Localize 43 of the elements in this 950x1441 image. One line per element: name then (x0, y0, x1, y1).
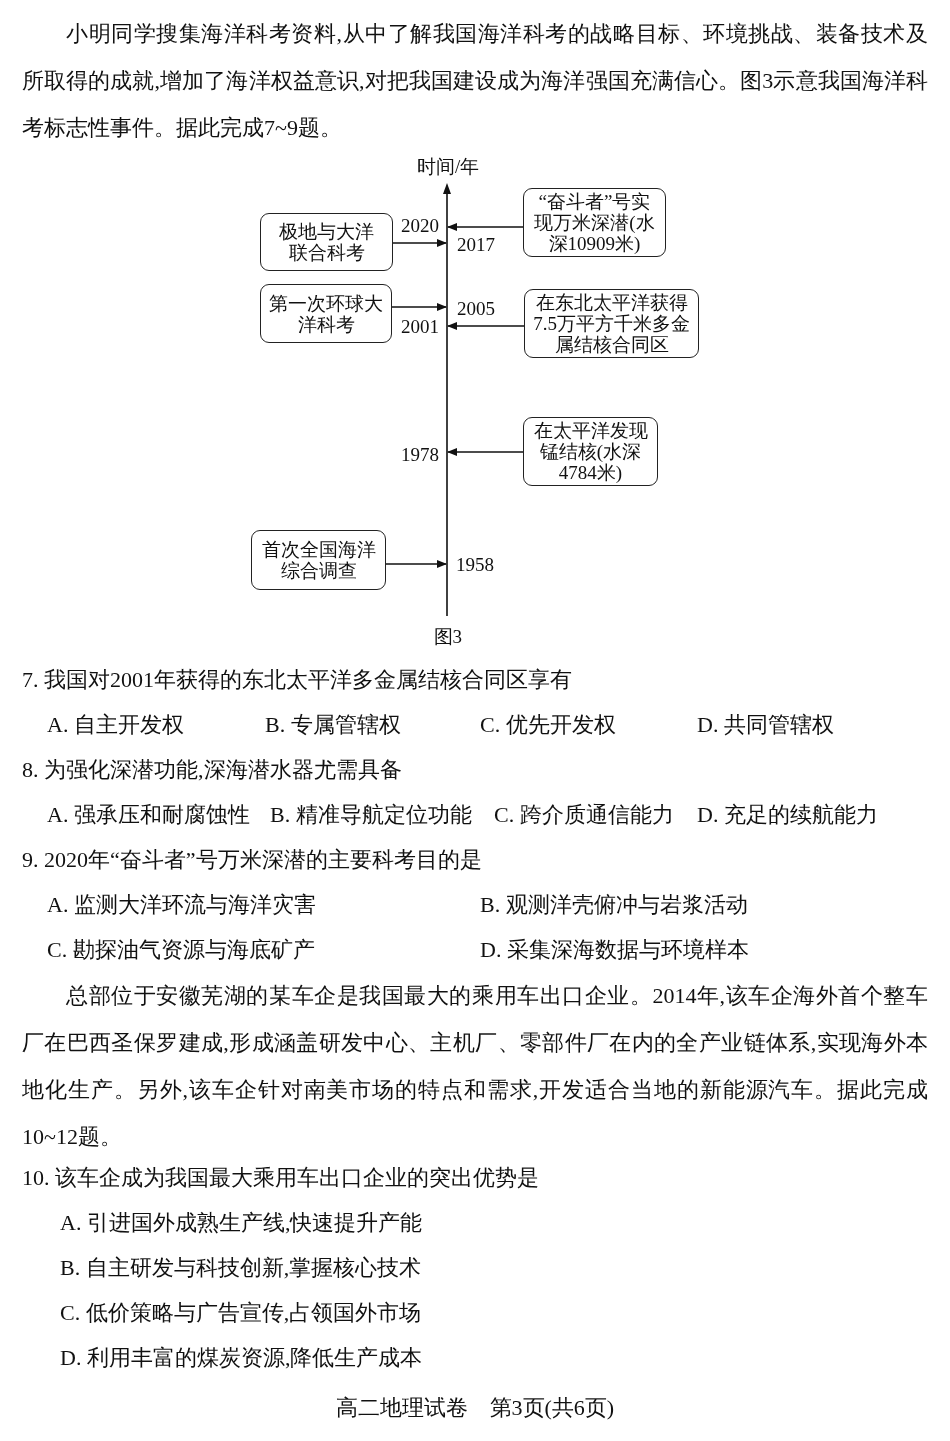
question-text: 7. 我国对2001年获得的东北太平洋多金属结核合同区享有 (22, 666, 572, 694)
answer-option: C. 跨介质通信能力 (494, 792, 674, 838)
event-box: 在东北太平洋获得7.5万平方千米多金属结核合同区 (524, 289, 699, 358)
answer-option: B. 自主研发与科技创新,掌握核心技术 (60, 1245, 422, 1291)
event-box: 极地与大洋联合科考 (260, 213, 393, 271)
paragraph: 小明同学搜集海洋科考资料,从中了解我国海洋科考的战略目标、环境挑战、装备技术及所取得的成就,增加了海洋权益意识,对把我国建设成为海洋强国充满信心。图3示意我国海洋科考标志性事件。据此完成7~9题。 (22, 20, 928, 142)
page-footer: 高二地理试卷 第3页(共6页) (335, 1385, 615, 1431)
answer-option: A. 自主开发权 (47, 702, 184, 748)
answer-option: D. 充足的续航能力 (697, 792, 878, 838)
answer-option: D. 共同管辖权 (697, 702, 834, 748)
question-text: 8. 为强化深潜功能,深海潜水器尤需具备 (22, 756, 402, 784)
event-box: 首次全国海洋综合调查 (251, 530, 386, 590)
event-box: “奋斗者”号实现万米深潜(水深10909米) (523, 188, 666, 257)
year-label: 1978 (401, 444, 439, 466)
axis-label: 时间/年 (417, 156, 480, 178)
year-label: 2001 (401, 316, 439, 338)
answer-option: A. 强承压和耐腐蚀性 (47, 792, 250, 838)
answer-option: C. 优先开发权 (480, 702, 616, 748)
question-text: 10. 该车企成为我国最大乘用车出口企业的突出优势是 (22, 1164, 539, 1192)
arrow (447, 448, 524, 456)
answer-option: A. 引进国外成熟生产线,快速提升产能 (60, 1200, 423, 1246)
year-label: 2005 (457, 298, 495, 320)
arrow (447, 322, 525, 330)
answer-option: B. 专属管辖权 (265, 702, 401, 748)
arrow (391, 303, 447, 311)
answer-option: D. 利用丰富的煤炭资源,降低生产成本 (60, 1335, 423, 1381)
answer-option: B. 精准导航定位功能 (270, 792, 472, 838)
answer-option: D. 采集深海数据与环境样本 (480, 927, 749, 973)
question-text: 9. 2020年“奋斗者”号万米深潜的主要科考目的是 (22, 846, 482, 874)
event-box: 第一次环球大洋科考 (260, 284, 392, 343)
arrow (447, 223, 524, 231)
arrow (392, 239, 447, 247)
year-label: 1958 (456, 554, 494, 576)
answer-option: A. 监测大洋环流与海洋灾害 (47, 882, 316, 928)
event-box: 在太平洋发现锰结核(水深4784米) (523, 417, 658, 486)
arrow (385, 560, 447, 568)
year-label: 2017 (457, 234, 495, 256)
answer-option: C. 勘探油气资源与海底矿产 (47, 927, 315, 973)
answer-option: B. 观测洋壳俯冲与岩浆活动 (480, 882, 748, 928)
year-label: 2020 (401, 215, 439, 237)
figure-caption: 图3 (433, 626, 462, 648)
paragraph: 总部位于安徽芜湖的某车企是我国最大的乘用车出口企业。2014年,该车企海外首个整车厂在巴西圣保罗建成,形成涵盖研发中心、主机厂、零部件厂在内的全产业链体系,实现海外本地化生产。另外,该车企针对南美市场的特点和需求,开发适合当地的新能源汽车。据此完成10~12题。 (22, 982, 928, 1151)
answer-option: C. 低价策略与广告宣传,占领国外市场 (60, 1290, 422, 1336)
